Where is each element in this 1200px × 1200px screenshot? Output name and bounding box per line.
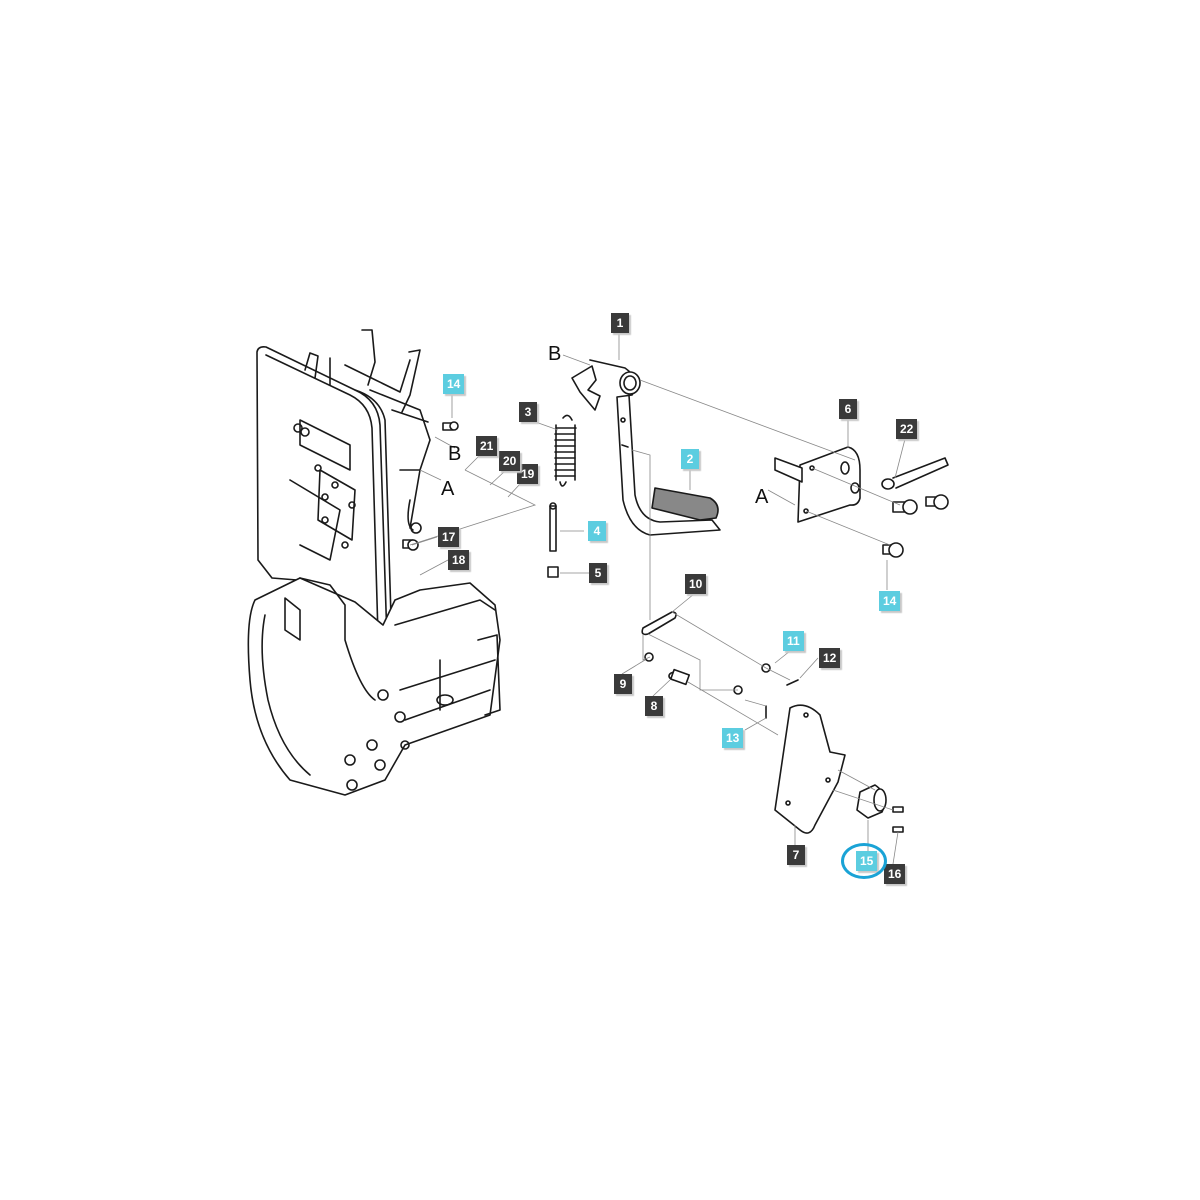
reference-letter-B-pedal: B xyxy=(548,343,562,365)
reference-letter-A-frame: A xyxy=(441,478,455,500)
callout-part-14a[interactable]: 14 xyxy=(443,374,465,394)
callout-part-9[interactable]: 9 xyxy=(614,674,632,694)
callout-part-4[interactable]: 4 xyxy=(588,521,606,541)
callout-part-19[interactable]: 19 xyxy=(517,464,539,484)
cover-plate-drawing xyxy=(774,704,846,834)
bolt-drawings xyxy=(402,421,949,558)
pedal-pad-drawing xyxy=(651,487,719,521)
callout-part-10[interactable]: 10 xyxy=(685,574,707,594)
callout-part-14b[interactable]: 14 xyxy=(879,591,901,611)
pedal-arm-drawing xyxy=(571,359,721,536)
linkage-drawing xyxy=(641,611,799,719)
strap-drawing xyxy=(881,457,949,490)
callout-part-12[interactable]: 12 xyxy=(819,648,841,668)
callout-part-16[interactable]: 16 xyxy=(884,864,906,884)
leader-lines xyxy=(409,333,906,865)
callout-part-7[interactable]: 7 xyxy=(787,845,805,865)
frame-plate-drawing xyxy=(256,329,431,661)
callout-part-11[interactable]: 11 xyxy=(783,631,804,651)
callout-part-6[interactable]: 6 xyxy=(839,399,857,419)
callout-part-1[interactable]: 1 xyxy=(611,313,629,333)
callout-part-3[interactable]: 3 xyxy=(519,402,537,422)
callout-part-21[interactable]: 21 xyxy=(476,436,498,456)
callout-part-13[interactable]: 13 xyxy=(722,728,744,748)
reference-letter-A-bracket: A xyxy=(755,486,769,508)
rod-drawing xyxy=(547,502,559,578)
transmission-housing-drawing xyxy=(247,577,501,796)
switch-drawing xyxy=(856,784,904,833)
selected-part-ring xyxy=(841,843,887,879)
callout-part-2[interactable]: 2 xyxy=(681,449,699,469)
callout-part-20[interactable]: 20 xyxy=(499,451,521,471)
callout-part-18[interactable]: 18 xyxy=(448,550,470,570)
spring-drawing xyxy=(554,414,577,487)
reference-letter-B-frame: B xyxy=(448,443,462,465)
callout-part-8[interactable]: 8 xyxy=(645,696,663,716)
callout-part-17[interactable]: 17 xyxy=(438,527,460,547)
callout-part-5[interactable]: 5 xyxy=(589,563,607,583)
callout-part-22[interactable]: 22 xyxy=(896,419,918,439)
bracket-drawing xyxy=(774,446,861,523)
